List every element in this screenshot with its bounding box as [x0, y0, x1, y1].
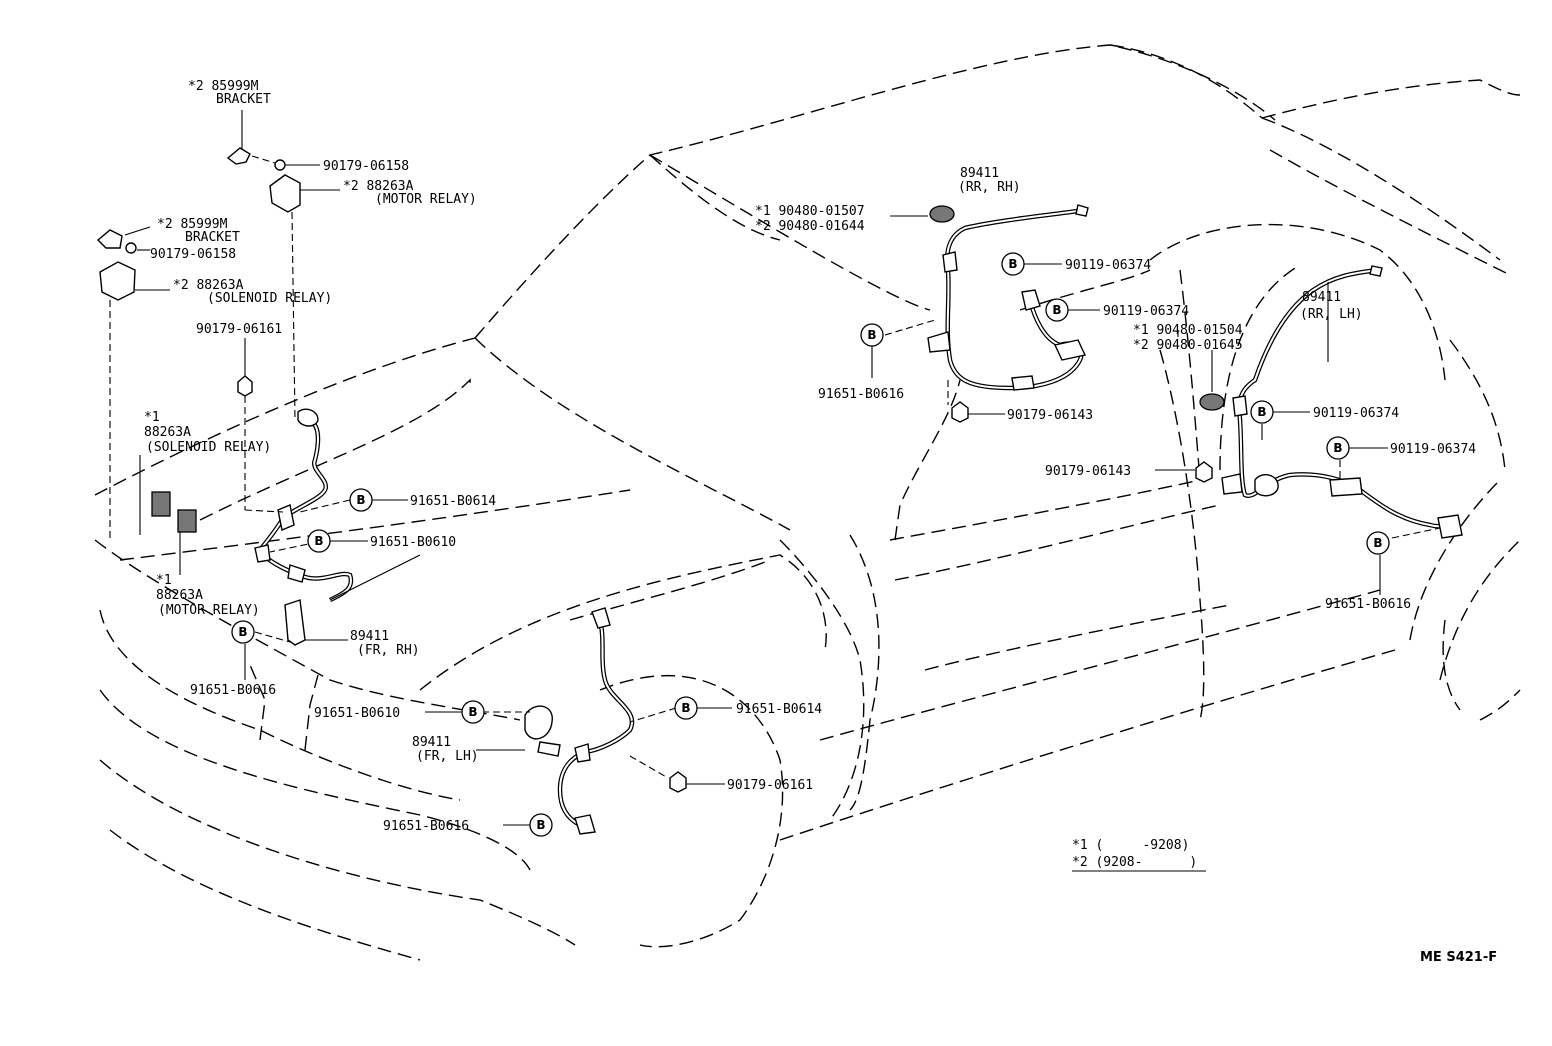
solenoid-relay-mid-shape — [99, 261, 136, 301]
bracket-top-name: BRACKET — [216, 92, 271, 107]
svg-text:B: B — [681, 701, 690, 715]
bolt-rr-lh-1-label: 90119-06374 — [1313, 406, 1399, 421]
nut-rr-rh-label: 90179-06143 — [1007, 408, 1093, 423]
sensor-fr-lh-code: 89411 — [412, 735, 451, 750]
motor-relay-top-name: (MOTOR RELAY) — [375, 192, 477, 207]
clamp-fr-rh-2-label: 91651-B0610 — [370, 535, 456, 550]
grommet-rh-2-label: *2 90480-01644 — [755, 219, 865, 234]
solenoid-relay-mid-name: (SOLENOID RELAY) — [207, 291, 332, 306]
motor-relay-low-name: (MOTOR RELAY) — [158, 603, 260, 618]
sensor-rr-rh-shape — [1021, 289, 1041, 311]
svg-text:B: B — [1052, 303, 1061, 317]
svg-text:B: B — [1373, 536, 1382, 550]
motor-relay-low-code: 88263A — [156, 588, 203, 603]
clip-marker: B — [1326, 436, 1350, 460]
clip-marker: B — [461, 700, 485, 724]
clip-markers: B B B B B B B B B B B B — [231, 252, 1390, 837]
svg-text:B: B — [1257, 405, 1266, 419]
bracket-mid-shape — [96, 229, 123, 249]
svg-text:B: B — [536, 818, 545, 832]
legend: *1 ( -9208) *2 (9208- ) — [1072, 838, 1206, 872]
nut-mid-shape — [125, 242, 137, 254]
clamp-rr-rh-label: 91651-B0616 — [818, 387, 904, 402]
clip-marker: B — [349, 488, 373, 512]
nut-top-label: 90179-06158 — [323, 159, 409, 174]
motor-relay-top-shape — [269, 174, 301, 213]
clamp-fr-lh-1-label: 91651-B0610 — [314, 706, 400, 721]
motor-relay-low-mark: *1 — [156, 573, 172, 588]
nut-fr-lh-label: 90179-06161 — [727, 778, 813, 793]
svg-text:B: B — [1008, 257, 1017, 271]
bracket-mid-name: BRACKET — [185, 230, 240, 245]
bolt-rr-rh-1-label: 90119-06374 — [1065, 258, 1151, 273]
clip-marker: B — [1045, 298, 1069, 322]
clip-marker: B — [1250, 400, 1274, 424]
legend-item-2: *2 (9208- ) — [1072, 855, 1197, 870]
solenoid-relay-low-mark: *1 — [144, 410, 160, 425]
sensor-fr-lh-shape — [524, 705, 553, 740]
nut-mid-label: 90179-06158 — [150, 247, 236, 262]
grommet-lh-1-label: *1 90480-01504 — [1133, 323, 1243, 338]
sensor-rr-lh-shape — [1437, 514, 1463, 539]
nut-fr-lh-shape — [669, 771, 687, 793]
nut-rr-rh-shape — [951, 401, 969, 423]
clamp-fr-lh-3-label: 91651-B0616 — [383, 819, 469, 834]
nut-rr-lh-label: 90179-06143 — [1045, 464, 1131, 479]
nut-front-label: 90179-06161 — [196, 322, 282, 337]
sensor-fr-rh-side: (FR, RH) — [357, 643, 420, 658]
svg-text:B: B — [468, 705, 477, 719]
grommet-lh-2-label: *2 90480-01645 — [1133, 338, 1243, 353]
sensor-rr-rh-code: 89411 — [960, 166, 999, 181]
solenoid-relay-low-shape — [151, 491, 171, 517]
sensor-rr-lh-side: (RR, LH) — [1300, 307, 1363, 322]
clip-marker: B — [860, 323, 884, 347]
clip-marker: B — [307, 529, 331, 553]
clamp-fr-rh-1-label: 91651-B0614 — [410, 494, 496, 509]
part-labels: *2 85999M BRACKET 90179-06158 *2 88263A … — [144, 79, 1476, 834]
grommet-lh-shape — [1199, 393, 1225, 411]
bracket-top-shape — [226, 147, 251, 165]
sensor-fr-rh-shape — [284, 599, 306, 646]
clip-marker: B — [529, 813, 553, 837]
sensor-fr-rh-code: 89411 — [350, 629, 389, 644]
motor-relay-top-code: *2 88263A — [343, 179, 414, 194]
sensor-rr-rh-side: (RR, RH) — [958, 180, 1021, 195]
nut-rr-lh-shape — [1195, 461, 1213, 483]
motor-relay-low-shape — [177, 509, 197, 533]
svg-text:B: B — [867, 328, 876, 342]
svg-text:B: B — [314, 534, 323, 548]
clamp-fr-lh-2-label: 91651-B0614 — [736, 702, 822, 717]
bracket-top-code: *2 85999M — [188, 79, 259, 94]
solenoid-relay-low-name: (SOLENOID RELAY) — [146, 440, 271, 455]
parts-artwork — [96, 110, 1463, 835]
clip-marker: B — [231, 620, 255, 644]
sensor-rr-lh-code: 89411 — [1302, 290, 1341, 305]
sensor-fr-lh-side: (FR, LH) — [416, 749, 479, 764]
bracket-mid-code: *2 85999M — [157, 217, 228, 232]
clamp-rr-lh-label: 91651-B0616 — [1325, 597, 1411, 612]
clip-marker: B — [1366, 531, 1390, 555]
clip-marker: B — [674, 696, 698, 720]
svg-text:B: B — [356, 493, 365, 507]
solenoid-relay-low-code: 88263A — [144, 425, 191, 440]
grommet-rh-shape — [929, 205, 955, 223]
svg-text:B: B — [1333, 441, 1342, 455]
grommet-rh-1-label: *1 90480-01507 — [755, 204, 865, 219]
svg-text:B: B — [238, 625, 247, 639]
clip-marker: B — [1001, 252, 1025, 276]
clamp-fr-rh-3-label: 91651-B0616 — [190, 683, 276, 698]
figure-code: ME S421-F — [1420, 950, 1497, 965]
bolt-rr-lh-2-label: 90119-06374 — [1390, 442, 1476, 457]
legend-item-1: *1 ( -9208) — [1072, 838, 1189, 853]
bolt-rr-rh-2-label: 90119-06374 — [1103, 304, 1189, 319]
nut-front-shape — [237, 375, 253, 397]
nut-top-shape — [274, 159, 286, 171]
solenoid-relay-mid-code: *2 88263A — [173, 278, 244, 293]
